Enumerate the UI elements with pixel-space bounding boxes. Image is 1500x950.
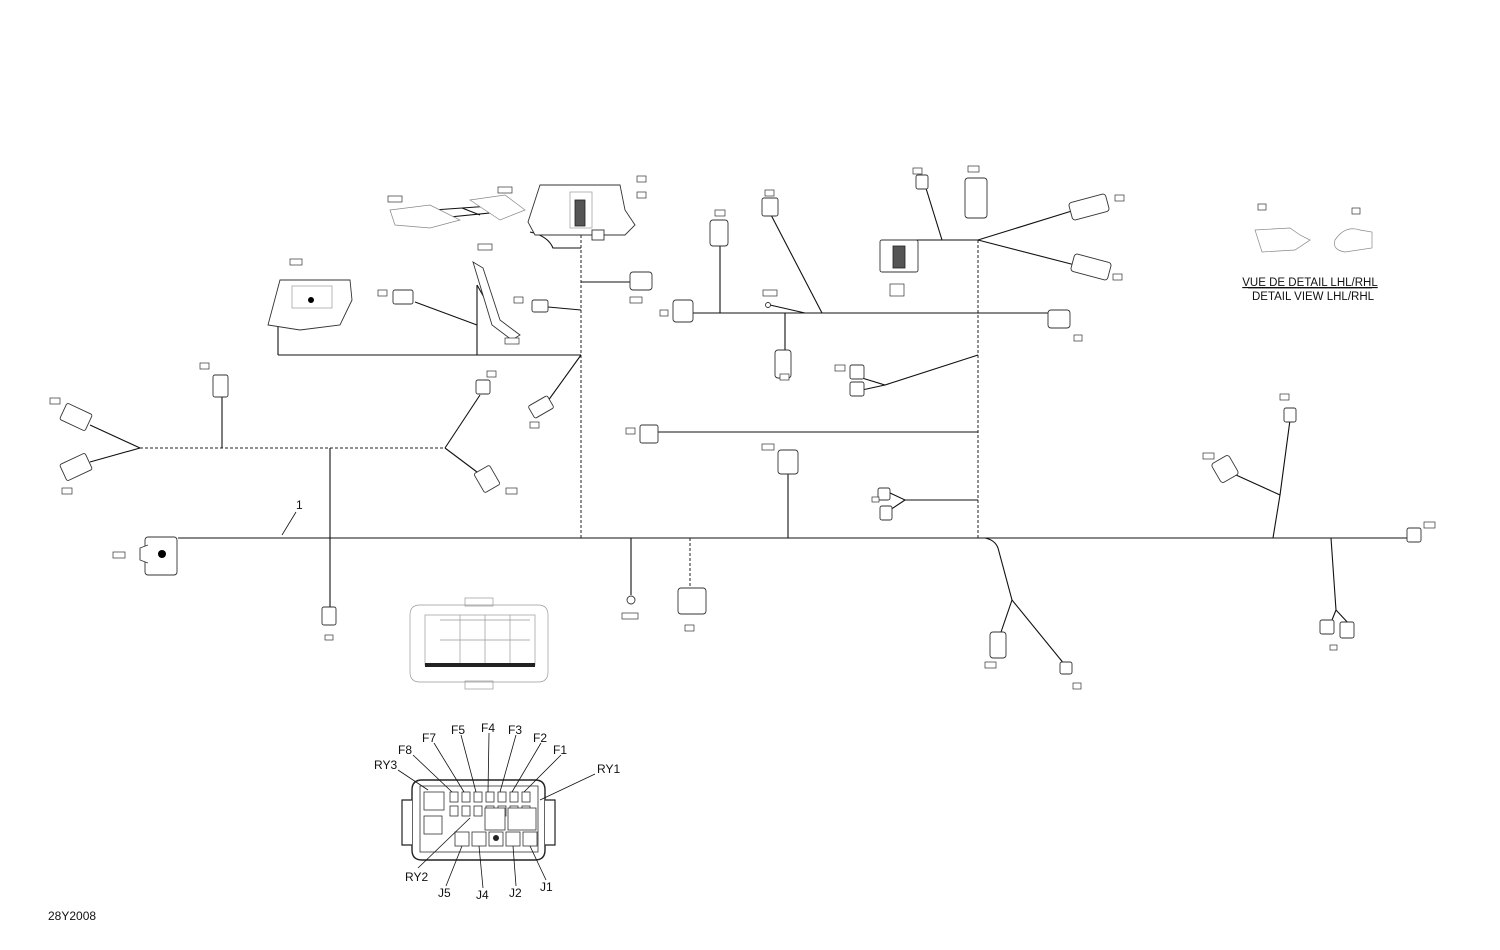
connector-top-branch-2 [475,370,497,395]
connector-r-14 [1070,253,1123,281]
callout-F5: F5 [451,723,465,737]
connector-central-right [629,271,653,304]
connector-r-7 [625,424,659,444]
connector-upper-left-2 [59,453,93,495]
callout-J1: J1 [540,880,553,894]
callout-F4: F4 [481,721,495,735]
harness-reference-label: 1 [296,498,303,512]
connector-central-mid [513,296,549,313]
connector-drop-1 [321,606,337,641]
connector-far-right-2 [1279,393,1297,423]
callout-F8: F8 [398,743,412,757]
fuse-box-detail: RY3 F8 F7 F5 F4 F3 F2 F1 RY1 RY2 J5 J4 J… [374,721,620,902]
connector-ecu-sub [377,289,414,305]
callout-RY1: RY1 [597,762,620,776]
connector-top-branch-1 [199,362,229,398]
detail-view: VUE DE DETAIL LHL/RHL DETAIL VIEW LHL/RH… [1242,203,1378,303]
fuse-box-faint [409,597,549,690]
connector-r-1 [709,209,729,247]
callout-J2: J2 [509,886,522,900]
connector-lower-right-1 [984,631,1007,669]
figure-id: 28Y2008 [48,909,96,923]
connector-central-block [527,175,647,241]
connector-r-10 [879,239,919,297]
connector-drop-2 [621,595,639,620]
harness-wires [89,184,1415,666]
connector-lower-right-2 [1059,661,1082,690]
callout-RY2: RY2 [405,870,428,884]
detail-view-title-en: DETAIL VIEW LHL/RHL [1252,291,1375,303]
connector-far-right-4 [1319,619,1355,651]
harness-reference-callout: 1 [281,498,303,536]
connector-sensor-lead [472,243,521,345]
callout-J4: J4 [476,888,489,902]
connector-drop-3 [677,587,707,632]
connector-far-right-1 [1202,452,1239,483]
connector-r-4 [762,289,778,308]
callout-F3: F3 [508,723,522,737]
connector-top-branch-3 [473,465,518,495]
connector-upper-left-1 [49,397,93,431]
callout-J5: J5 [438,886,451,900]
connector-r-8 [761,443,799,475]
detail-view-title-fr: VUE DE DETAIL LHL/RHL [1242,277,1378,289]
connector-top-ecu-cable [387,186,526,229]
connector-r-9 [871,487,893,521]
connector-r-13 [1068,193,1125,221]
connector-r-12 [964,165,988,219]
connector-far-right-3 [1406,521,1436,543]
connector-central-lower [528,395,554,429]
connector-r-15 [1047,309,1083,342]
connector-r-3 [659,299,694,323]
callout-F2: F2 [533,731,547,745]
connector-r-6 [834,364,865,397]
connector-r-2 [761,189,779,217]
connector-ecu-box [267,258,353,331]
callout-F7: F7 [422,731,436,745]
callout-F1: F1 [553,743,567,757]
connectors [49,165,1436,690]
connector-r-5 [774,349,792,381]
connector-r-11 [912,167,929,190]
callout-RY3: RY3 [374,758,397,772]
connector-left-main [112,536,178,576]
